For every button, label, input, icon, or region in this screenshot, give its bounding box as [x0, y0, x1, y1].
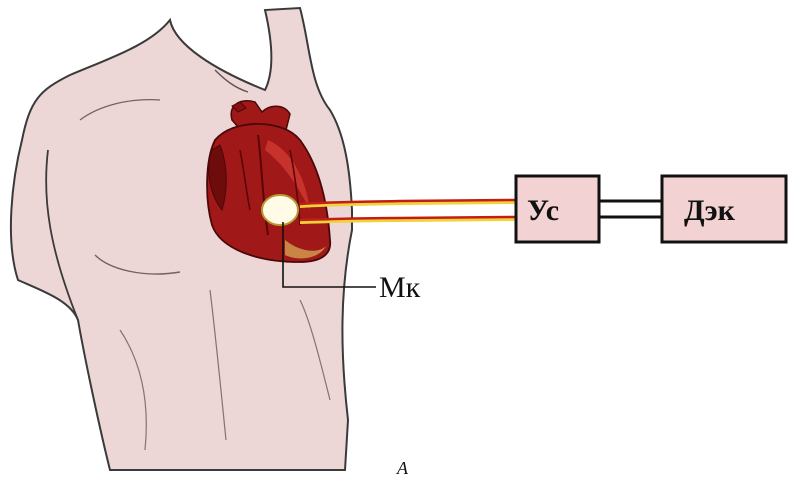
microphone: [262, 195, 298, 225]
recorder-block: Дэк: [662, 176, 786, 242]
figure-letter: А: [396, 458, 409, 478]
amplifier-block: Ус: [516, 176, 599, 242]
amplifier-recorder-connector: [599, 201, 661, 217]
amplifier-label: Ус: [527, 194, 559, 227]
microphone-label: Мк: [379, 271, 421, 304]
microphone-disk: [262, 195, 298, 225]
recorder-label: Дэк: [684, 194, 736, 227]
